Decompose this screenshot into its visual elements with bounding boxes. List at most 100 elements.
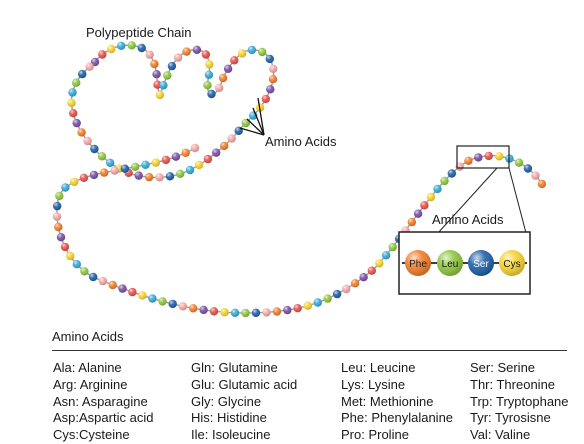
bead-highlight — [241, 118, 250, 128]
bead-highlight — [237, 49, 247, 58]
bead-highlight — [190, 143, 200, 153]
legend-entry: Asp:Aspartic acid — [53, 410, 154, 426]
bead-highlight — [152, 70, 161, 79]
pointer-line — [252, 107, 265, 136]
bead-highlight — [269, 64, 278, 74]
bead-highlight — [272, 307, 282, 316]
bead-highlight — [192, 45, 202, 54]
polypeptide-chain-label: Polypeptide Chain — [86, 25, 192, 40]
legend-entry: Trp: Tryptophane — [470, 393, 569, 409]
legend-entry: Gln: Glutamine — [191, 360, 278, 375]
bead-highlight — [148, 294, 157, 303]
bead-highlight — [181, 148, 190, 157]
bead-highlight — [261, 94, 270, 104]
bead-highlight — [90, 144, 99, 154]
bead-highlight — [367, 266, 376, 275]
bead-highlight — [83, 136, 92, 146]
bead-highlight — [433, 184, 442, 194]
bead-highlight — [220, 141, 229, 151]
bead-highlight — [167, 61, 177, 71]
bead-highlight — [266, 85, 275, 94]
bead-highlight — [110, 166, 119, 175]
bead-highlight — [89, 272, 98, 282]
bead-highlight — [220, 308, 229, 317]
bead-highlight — [168, 299, 177, 309]
bead-highlight — [98, 276, 108, 286]
inset-bead-label: Leu — [442, 259, 459, 270]
bead-highlight — [205, 60, 214, 69]
bead-highlight — [68, 88, 77, 97]
bead-highlight — [90, 57, 100, 67]
bead-highlight — [117, 41, 126, 50]
bead-highlight — [79, 173, 89, 182]
bead-highlight — [107, 44, 116, 54]
bead-highlight — [359, 273, 368, 282]
bead-highlight — [204, 70, 214, 80]
bead-highlight — [173, 53, 183, 62]
bead-highlight — [531, 171, 540, 180]
bead-highlight — [52, 212, 62, 221]
legend-entry: Thr: Threonine — [470, 376, 556, 392]
legend-entry: Phe: Phenylalanine — [341, 410, 454, 426]
bead-highlight — [97, 152, 107, 161]
legend-entry: Leu: Leucine — [341, 360, 416, 375]
bead-highlight — [194, 160, 204, 170]
bead-highlight — [447, 169, 456, 178]
zoom-connector-line — [508, 167, 527, 234]
bead-highlight — [455, 162, 464, 171]
bead-highlight — [98, 50, 107, 59]
bead-highlight — [158, 297, 167, 306]
bead-highlight — [514, 158, 524, 167]
bead-highlight — [464, 156, 473, 165]
bead-highlight — [144, 172, 154, 182]
inset-bead-label: Phe — [409, 259, 427, 270]
bead-highlight — [127, 41, 136, 50]
bead-highlight — [241, 308, 250, 318]
bead-highlight — [484, 151, 493, 161]
bead-highlight — [537, 179, 547, 189]
bead-highlight — [118, 284, 127, 293]
bead-highlight — [151, 158, 160, 167]
bead-highlight — [293, 304, 302, 313]
bead-highlight — [138, 291, 147, 300]
bead-highlight — [106, 158, 115, 167]
bead-highlight — [223, 64, 233, 74]
bead-highlight — [70, 177, 79, 186]
bead-highlight — [134, 171, 143, 180]
legend-entry: Pro: Proline — [341, 427, 409, 443]
legend-entry: Ala: Alanine — [53, 360, 122, 375]
pointer-line — [257, 97, 265, 136]
bead-highlight — [155, 90, 165, 100]
bead-highlight — [77, 128, 86, 137]
bead-highlight — [227, 134, 236, 143]
bead-highlight — [72, 118, 81, 128]
legend-entry: His: Histidine — [191, 410, 267, 426]
legend-entry: Asn: Asparagine — [53, 393, 148, 409]
inset-bead-label: Cys — [503, 259, 520, 270]
legend-entry: Glu: Glutamic acid — [191, 376, 298, 392]
bead-highlight — [199, 305, 208, 315]
legend-entry: Gly: Glycine — [191, 393, 262, 409]
bead-highlight — [215, 83, 224, 93]
bead-highlight — [523, 164, 533, 173]
bead-highlight — [80, 267, 89, 276]
bead-highlight — [375, 259, 384, 268]
bead-highlight — [56, 233, 66, 242]
bead-highlight — [185, 165, 195, 175]
bead-highlight — [72, 260, 82, 269]
bead-highlight — [426, 192, 436, 202]
bead-highlight — [381, 251, 391, 260]
bead-highlight — [171, 152, 181, 161]
legend-entry: Met: Methionine — [341, 393, 434, 409]
bead-highlight — [159, 81, 168, 90]
bead-highlight — [262, 308, 271, 317]
bead-highlight — [182, 47, 191, 56]
bead-highlight — [150, 59, 159, 69]
bead-highlight — [155, 173, 164, 182]
